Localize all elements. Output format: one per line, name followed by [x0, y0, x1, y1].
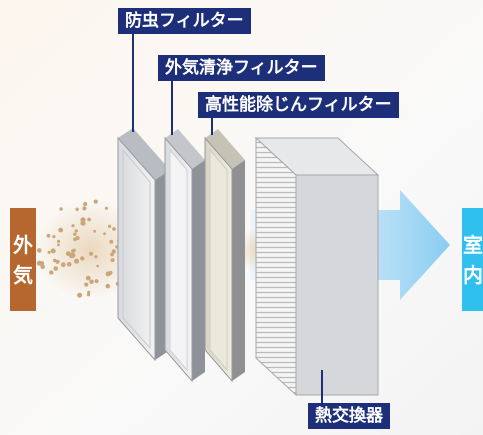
dust-particle: [86, 293, 91, 297]
outside-char-2: 気: [13, 262, 33, 287]
dust-particle: [65, 251, 71, 256]
dust-particle: [104, 206, 108, 210]
dust-particle: [66, 262, 72, 267]
dust-particle: [107, 224, 112, 228]
dust-particle: [112, 227, 116, 231]
dust-particle: [40, 264, 45, 270]
dust-particle: [110, 258, 115, 263]
dust-particle: [59, 207, 63, 211]
indoor-char-1: 室: [463, 232, 483, 257]
dust-particle: [53, 266, 59, 271]
dust-particle: [83, 201, 88, 207]
dust-particle: [94, 255, 98, 259]
dust-particle: [71, 249, 75, 253]
dust-particle: [50, 248, 56, 254]
dust-particle: [93, 229, 96, 233]
dust-particle: [103, 232, 106, 236]
dust-particle: [57, 243, 60, 247]
dust-particle: [111, 249, 117, 254]
dust-particle: [82, 206, 87, 211]
heat-exchanger-block: [254, 136, 380, 397]
dust-particle: [74, 229, 79, 233]
dust-particle: [96, 264, 100, 268]
dust-particle: [85, 275, 91, 281]
outside-air-filter-label: 外気清浄フィルター: [158, 55, 325, 81]
dust-particle: [71, 224, 75, 228]
dust-particle: [110, 252, 114, 257]
insect-filter-panel: [117, 128, 170, 362]
dust-particle: [55, 259, 60, 264]
dust-particle: [52, 235, 56, 239]
dust-particle: [46, 233, 51, 238]
outside-air-tag: 外 気: [10, 208, 36, 311]
dust-particle: [80, 217, 86, 223]
indoor-char-2: 内: [463, 262, 483, 287]
high-performance-filter-label: 高性能除じんフィルター: [198, 92, 399, 118]
leader-lines: [132, 32, 323, 405]
dust-particle: [57, 239, 61, 243]
dust-particle: [37, 248, 42, 253]
dust-particle: [49, 270, 54, 275]
dust-particle: [60, 262, 66, 268]
outside-air-filter-panel: [164, 129, 205, 383]
dust-particle: [47, 250, 51, 254]
outside-char-1: 外: [13, 232, 33, 257]
dust-particle: [58, 227, 64, 233]
dust-particle: [87, 217, 91, 222]
dust-particle: [109, 239, 114, 244]
dust-particle: [73, 237, 77, 242]
indoor-tag: 室 内: [462, 208, 483, 311]
dust-particle: [89, 251, 94, 256]
dust-particle: [77, 292, 83, 298]
dust-particle: [87, 290, 91, 294]
insect-filter-label: 防虫フィルター: [118, 8, 251, 34]
dust-particle: [75, 207, 79, 211]
dust-particle: [89, 279, 94, 285]
dust-particle: [70, 252, 76, 258]
dust-particle: [93, 199, 98, 204]
high-performance-filter-panel: [204, 129, 245, 383]
dust-particle: [108, 270, 113, 275]
dust-particle: [73, 232, 77, 236]
dust-particle: [84, 282, 89, 287]
dust-particle: [105, 283, 111, 289]
heat-exchanger-label: 熱交換器: [308, 403, 390, 429]
dust-particle: [36, 260, 43, 266]
dust-particle: [94, 279, 99, 284]
dust-particle: [74, 258, 79, 264]
dust-particle: [80, 256, 85, 261]
